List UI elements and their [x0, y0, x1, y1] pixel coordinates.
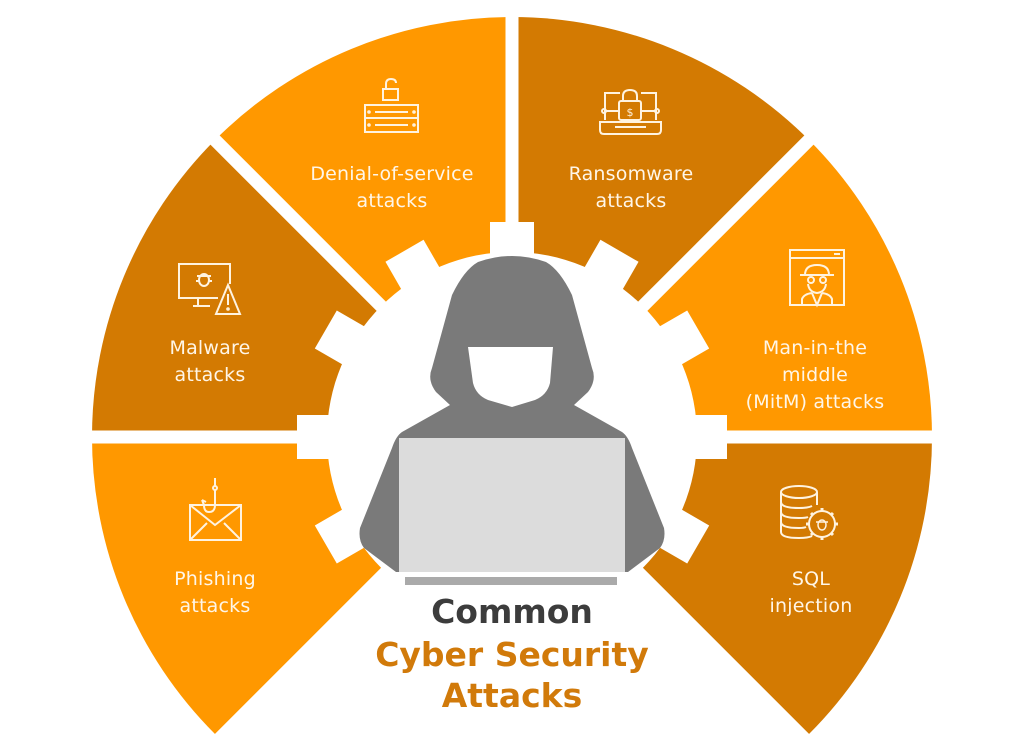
monitor-bug-warning-icon — [178, 263, 242, 315]
label-mitm-line2: middle — [781, 364, 849, 386]
label-dos-line1: Denial-of-service — [310, 163, 474, 185]
title-cyber-security: Cyber Security — [375, 635, 649, 674]
laptop-padlock-dollar-icon: $ — [599, 88, 662, 135]
label-phishing: Phishing attacks — [115, 566, 315, 620]
label-phishing-line2: attacks — [179, 595, 251, 617]
label-dos: Denial-of-service attacks — [292, 161, 492, 215]
label-malware-line1: Malware — [169, 337, 251, 359]
label-ransomware-line2: attacks — [595, 190, 667, 212]
browser-spy-icon — [789, 249, 845, 308]
label-ransomware-line1: Ransomware — [568, 163, 694, 185]
title-attacks: Attacks — [441, 676, 583, 715]
label-sql: SQL injection — [711, 566, 911, 620]
label-malware: Malware attacks — [110, 335, 310, 389]
label-sql-line2: injection — [769, 595, 853, 617]
svg-text:$: $ — [627, 106, 634, 119]
label-sql-line1: SQL — [791, 568, 831, 590]
database-gear-bug-icon — [780, 485, 838, 540]
label-ransomware: Ransomware attacks — [531, 161, 731, 215]
laptop-base — [405, 577, 617, 585]
label-mitm-line1: Man-in-the — [762, 337, 868, 359]
label-malware-line2: attacks — [174, 364, 246, 386]
hacker-figure — [359, 256, 665, 585]
title-common: Common — [431, 592, 593, 631]
laptop-screen — [399, 438, 625, 572]
label-dos-line2: attacks — [356, 190, 428, 212]
label-mitm: Man-in-the middle (MitM) attacks — [715, 335, 915, 416]
face-opening — [468, 347, 553, 407]
server-unlocked-icon — [364, 77, 419, 133]
label-mitm-line3: (MitM) attacks — [745, 391, 885, 413]
label-phishing-line1: Phishing — [174, 568, 256, 590]
phishing-email-hook-icon — [189, 478, 242, 541]
